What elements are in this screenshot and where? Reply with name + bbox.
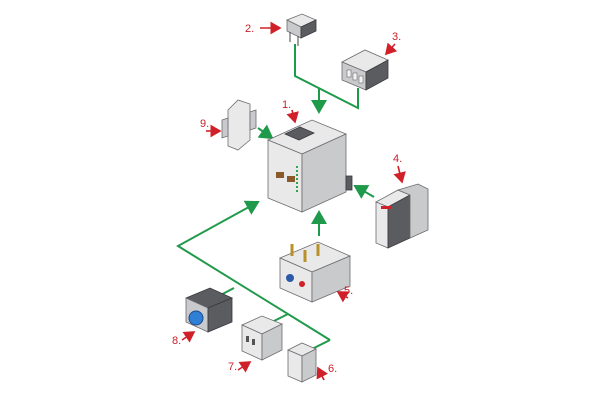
connector-left-path [176,200,331,341]
component-4-side-module[interactable] [375,183,429,249]
component-5-overload-relay[interactable] [278,241,352,303]
label-item-8: 8. [172,335,181,347]
label-item-6: 6. [328,363,337,375]
component-8-timer-block[interactable] [184,287,234,333]
component-3-terminal-block[interactable] [341,49,389,91]
pointer-7 [237,361,252,373]
pointer-1 [286,109,299,124]
pointer-6 [316,366,329,381]
connector-6 [311,339,331,350]
pointer-8 [181,331,196,343]
pointer-3 [384,42,398,56]
component-9-interlock[interactable] [221,99,257,151]
label-item-9: 9. [200,118,209,130]
connector-9-arrow [257,124,274,140]
component-1-contactor[interactable] [266,119,353,213]
label-item-1: 1. [282,99,291,111]
component-7-auxiliary-contact[interactable] [241,315,283,361]
label-item-5: 5. [344,285,353,297]
connector-2-3 [294,44,359,110]
label-item-2: 2. [245,23,254,35]
pointer-arrows [181,21,406,381]
component-2-cover[interactable] [286,13,317,46]
connector-4-arrow [353,184,375,199]
connector-lines [176,44,375,350]
label-item-4: 4. [393,153,402,165]
label-item-7: 7. [228,361,237,373]
pointer-5 [336,291,350,303]
pointer-4 [393,165,406,184]
component-6-auxiliary-contact[interactable] [287,342,317,383]
label-item-3: 3. [392,31,401,43]
